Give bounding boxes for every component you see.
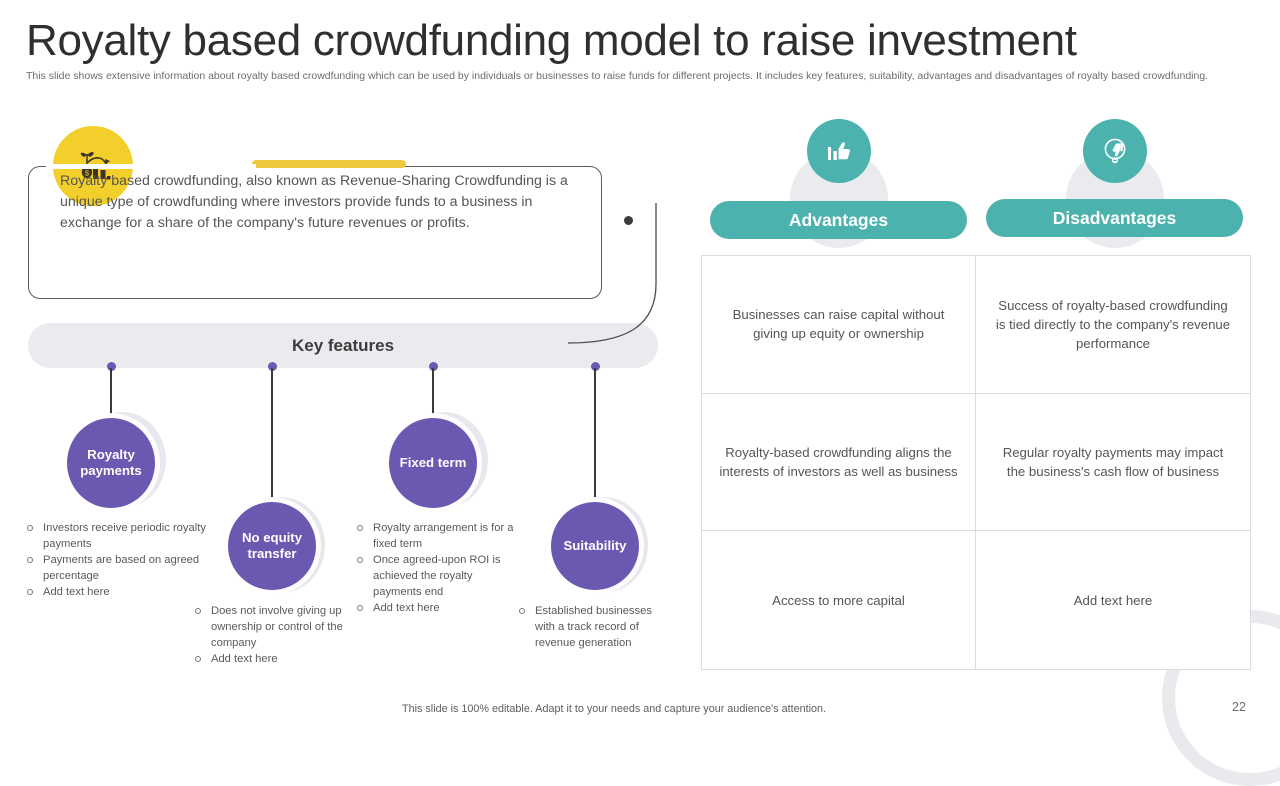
feature-circle-label: Fixed term xyxy=(399,455,467,471)
callout-text: Royalty based crowdfunding, also known a… xyxy=(60,173,568,231)
connector-line xyxy=(432,368,434,416)
feature-circle-suitability[interactable]: Suitability xyxy=(551,502,639,590)
callout-notch-mask xyxy=(46,164,256,169)
table-cell: Add text here xyxy=(1073,592,1153,608)
comparison-table: Businesses can raise capital without giv… xyxy=(701,255,1251,670)
list-item: Add text here xyxy=(24,584,209,600)
table-cell: Regular royalty payments may impact the … xyxy=(976,394,1250,532)
callout-accent-bar xyxy=(252,160,406,168)
list-item: Does not involve giving up ownership or … xyxy=(192,603,362,651)
feature-circle-no-equity-transfer[interactable]: No equity transfer xyxy=(228,502,316,590)
connector-line xyxy=(594,368,596,501)
feature-bullets-fixed-term: Royalty arrangement is for a fixed term … xyxy=(354,520,524,616)
footer-note: This slide is 100% editable. Adapt it to… xyxy=(402,703,827,715)
disadvantages-pill[interactable]: Disadvantages xyxy=(986,199,1243,237)
connector-dot xyxy=(590,362,600,371)
list-item: Once agreed-upon ROI is achieved the roy… xyxy=(354,552,524,600)
table-cell: Royalty-based crowdfunding aligns the in… xyxy=(702,393,976,532)
table-cell: Access to more capital xyxy=(702,531,976,669)
thumbs-up-bar-chart-icon xyxy=(807,119,871,183)
connector-dot xyxy=(267,362,277,371)
table-cell: Businesses can raise capital without giv… xyxy=(702,256,976,394)
feature-circle-royalty-payments[interactable]: Royalty payments xyxy=(67,418,155,508)
table-cell: Success of royalty-based crowdfunding is… xyxy=(976,256,1250,394)
list-item: Investors receive periodic royalty payme… xyxy=(24,520,209,552)
list-item: Payments are based on agreed percentage xyxy=(24,552,209,584)
feature-circle-fixed-term[interactable]: Fixed term xyxy=(389,418,477,508)
svg-text:$: $ xyxy=(85,169,90,178)
page-subtitle: This slide shows extensive information a… xyxy=(26,70,1209,82)
connector-line xyxy=(110,368,112,416)
page-number: 22 xyxy=(1232,700,1246,714)
advantages-label: Advantages xyxy=(788,209,889,230)
key-features-bar: Key features xyxy=(28,323,658,368)
feature-bullets-suitability: Established businesses with a track reco… xyxy=(516,603,666,651)
list-item: Add text here xyxy=(354,600,524,616)
connector-line xyxy=(271,368,273,501)
list-item: Royalty arrangement is for a fixed term xyxy=(354,520,524,552)
key-features-heading: Key features xyxy=(291,335,395,355)
thumbs-down-icon xyxy=(1083,119,1147,183)
feature-circle-label: No equity transfer xyxy=(241,530,303,561)
advantages-pill[interactable]: Advantages xyxy=(710,201,967,239)
page-title: Royalty based crowdfunding model to rais… xyxy=(26,16,1077,65)
feature-bullets-royalty-payments: Investors receive periodic royalty payme… xyxy=(24,520,209,600)
list-item: Established businesses with a track reco… xyxy=(516,603,666,651)
disadvantages-label: Disadvantages xyxy=(1052,207,1177,228)
feature-circle-label: Royalty payments xyxy=(80,447,142,478)
feature-circle-label: Suitability xyxy=(563,538,627,554)
connector-dot xyxy=(106,362,116,371)
callout-tail-dot xyxy=(624,216,633,225)
intro-callout: $ Royalty based crowdfunding, also known… xyxy=(28,126,668,344)
callout-tail-curve xyxy=(568,203,657,344)
connector-dot xyxy=(428,362,438,371)
feature-bullets-no-equity-transfer: Does not involve giving up ownership or … xyxy=(192,603,362,667)
list-item: Add text here xyxy=(192,651,362,667)
